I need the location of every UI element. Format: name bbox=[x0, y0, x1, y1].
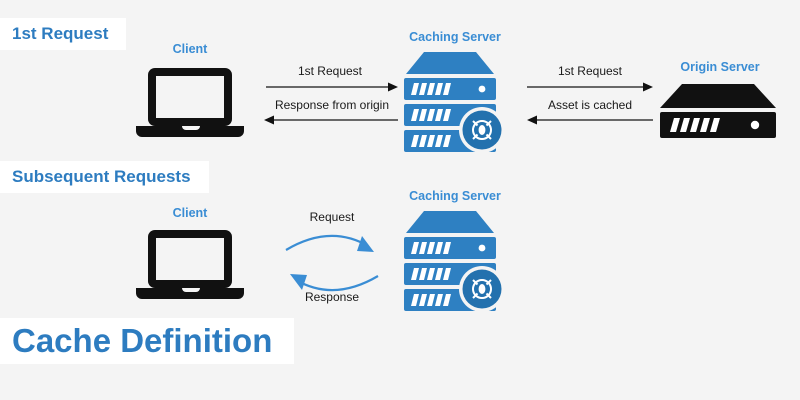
server-unit-1 bbox=[404, 237, 496, 259]
laptop-icon-bottom bbox=[136, 230, 244, 300]
laptop-base bbox=[136, 288, 244, 299]
origin-top-lid bbox=[660, 84, 776, 108]
origin-server-label: Origin Server bbox=[680, 60, 760, 74]
arrow-cache-to-client-response bbox=[264, 115, 398, 125]
arrow-label-response-curve: Response bbox=[304, 290, 360, 304]
arrow-request-curve bbox=[285, 234, 369, 251]
laptop-notch bbox=[182, 288, 200, 292]
section-heading-subsequent-requests: Subsequent Requests bbox=[0, 161, 209, 193]
laptop-icon bbox=[136, 68, 244, 138]
arrow-label-client-to-cache-request: 1st Request bbox=[297, 64, 363, 78]
section-heading-first-request: 1st Request bbox=[0, 18, 127, 50]
page-title-label: Cache Definition bbox=[12, 322, 273, 359]
arrow-label-cache-to-client-response: Response from origin bbox=[274, 98, 390, 112]
page-title: Cache Definition bbox=[0, 318, 295, 364]
section-heading-subsequent-requests-label: Subsequent Requests bbox=[12, 167, 191, 186]
arrow-client-to-cache-request bbox=[266, 82, 398, 92]
curved-arrows-request-response bbox=[285, 234, 379, 292]
laptop-base bbox=[136, 126, 244, 137]
arrow-origin-to-cache-cached bbox=[527, 115, 653, 125]
laptop-notch bbox=[182, 126, 200, 130]
arrow-cache-to-origin-request bbox=[527, 82, 653, 92]
laptop-screen bbox=[156, 76, 224, 118]
server-unit-icon-origin bbox=[660, 84, 776, 138]
server-top-lid bbox=[406, 211, 494, 233]
server-rack-icon-bottom bbox=[404, 211, 505, 312]
arrow-label-origin-to-cache-cached: Asset is cached bbox=[547, 98, 633, 112]
arrow-response-curve bbox=[295, 275, 379, 292]
server-led-1 bbox=[478, 85, 486, 93]
client-label-top: Client bbox=[172, 42, 208, 56]
caching-server-label-top: Caching Server bbox=[409, 30, 501, 44]
section-heading-first-request-label: 1st Request bbox=[12, 24, 109, 43]
origin-led bbox=[750, 120, 760, 130]
server-top-lid bbox=[406, 52, 494, 74]
caching-server-label-bottom: Caching Server bbox=[409, 189, 501, 203]
server-rack-icon-top bbox=[404, 52, 505, 153]
server-unit-1 bbox=[404, 78, 496, 100]
arrow-label-cache-to-origin-request: 1st Request bbox=[557, 64, 623, 78]
arrow-label-request-curve: Request bbox=[309, 210, 355, 224]
client-label-bottom: Client bbox=[172, 206, 208, 220]
server-led-1 bbox=[478, 244, 486, 252]
laptop-screen bbox=[156, 238, 224, 280]
